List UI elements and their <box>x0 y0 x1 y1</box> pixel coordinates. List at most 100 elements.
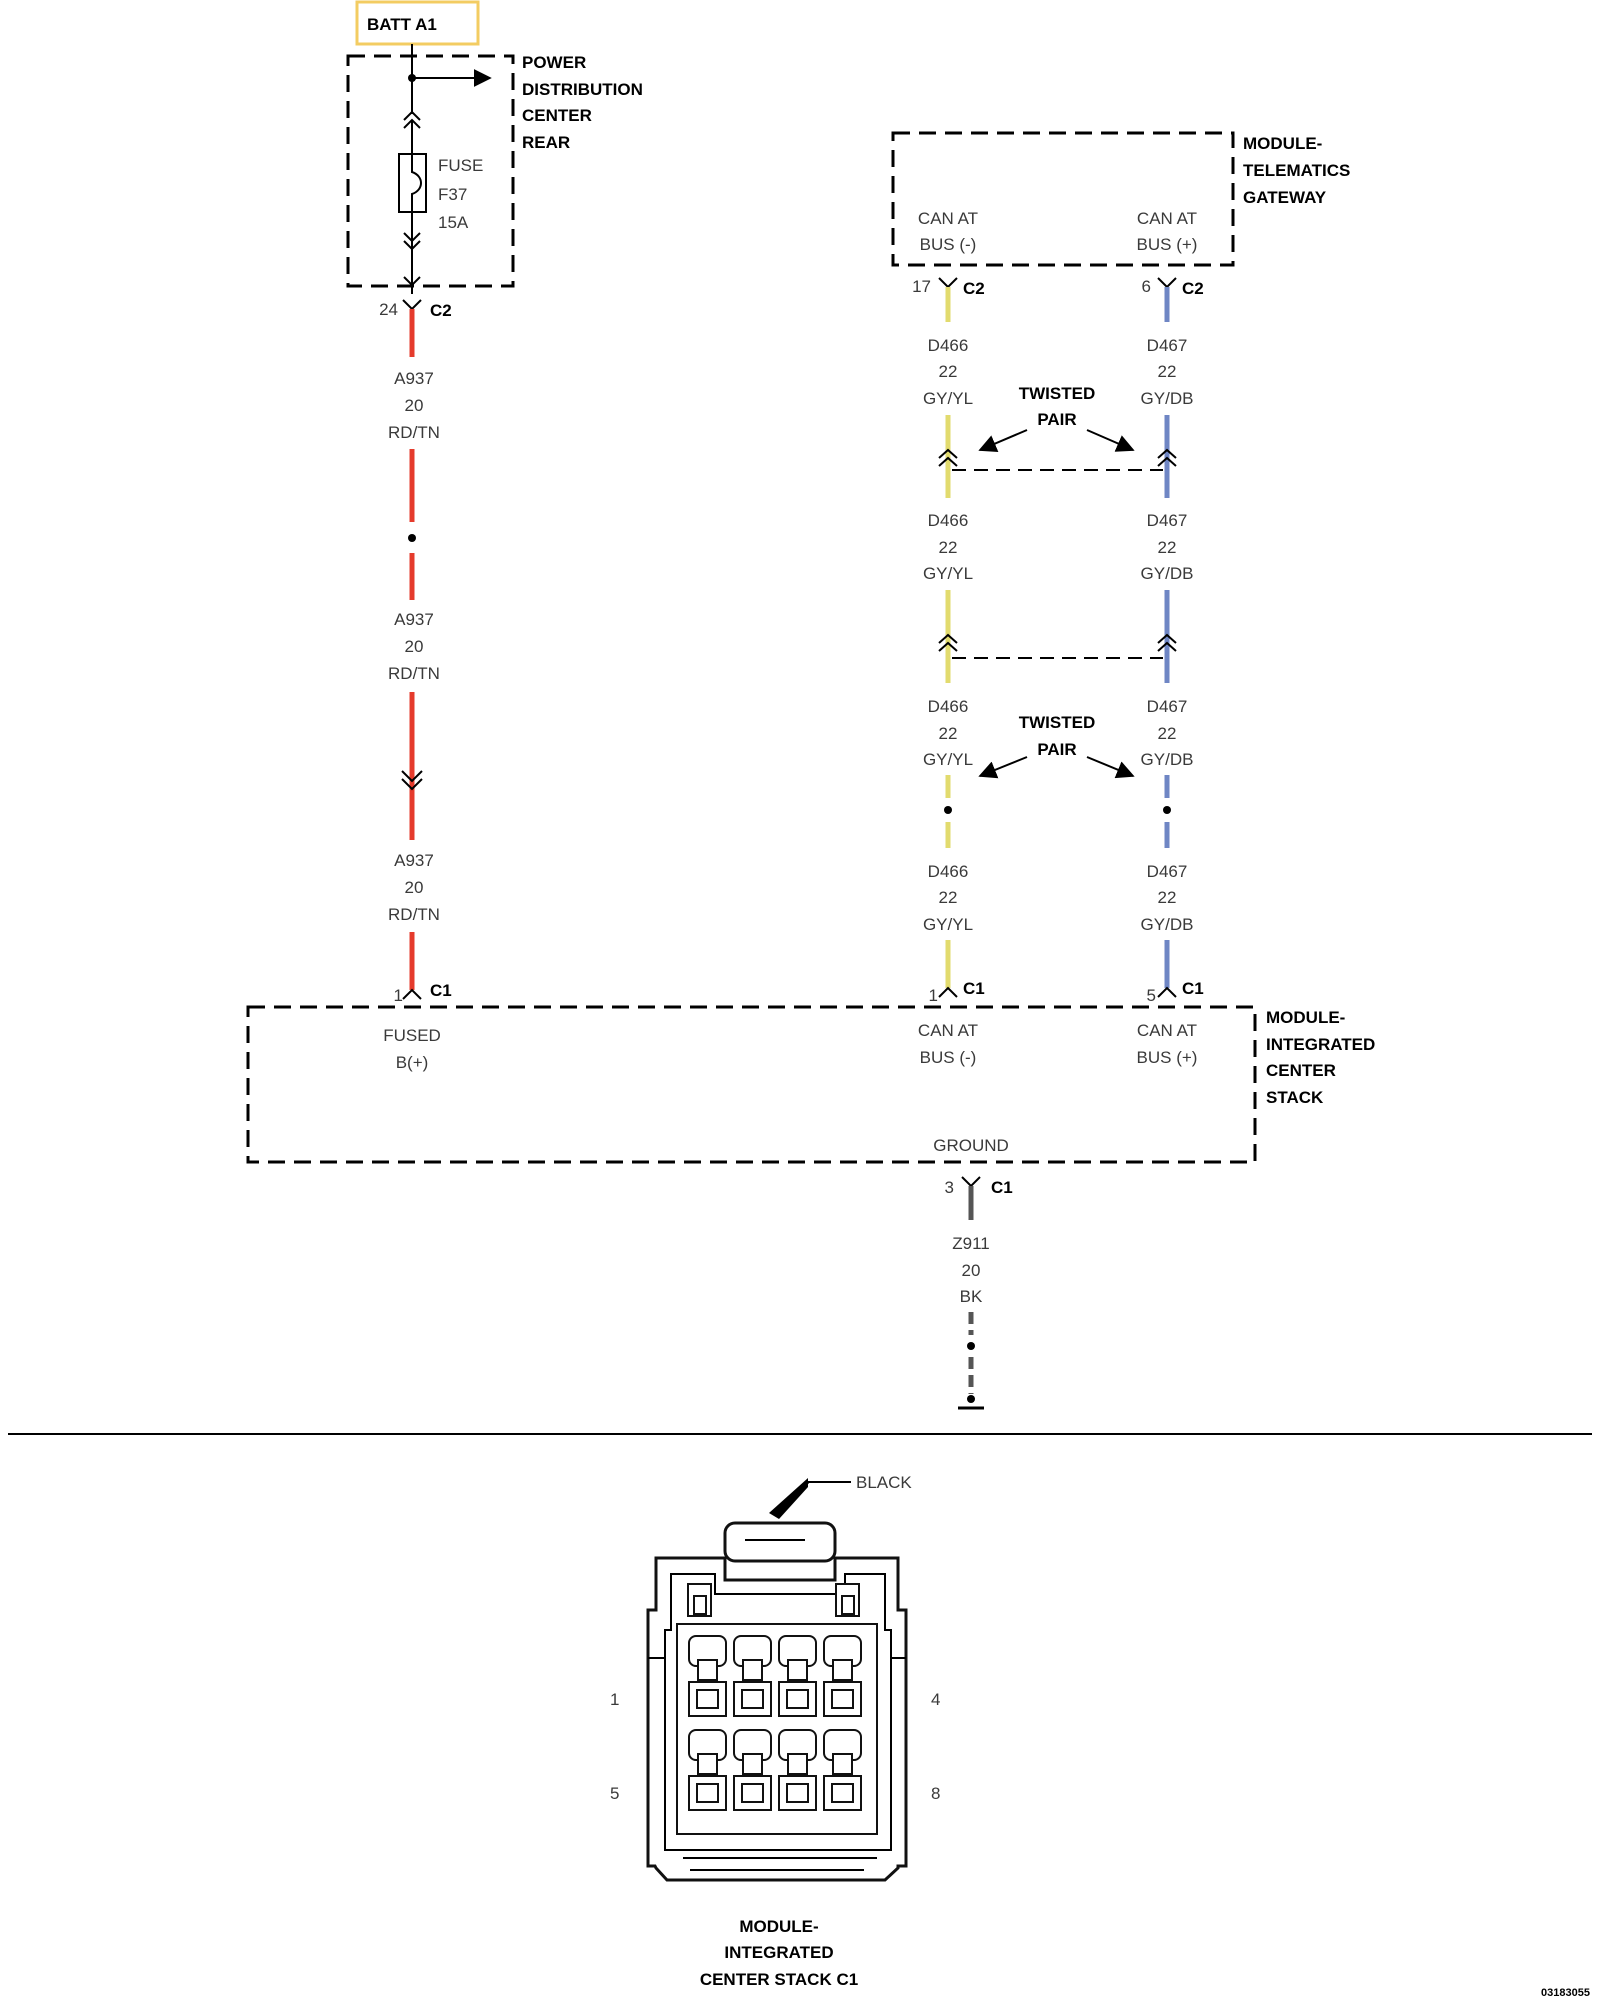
connector-pin-label-8: 8 <box>931 1784 940 1803</box>
d466-inline-connector-2 <box>938 633 958 652</box>
telematics-pos-connector-symbol <box>1157 277 1177 289</box>
d467-circuit-3: D467 <box>1147 697 1188 716</box>
ics-ground-conn: C1 <box>991 1178 1013 1197</box>
cavity-pin-2 <box>733 1635 772 1717</box>
d466-inline-connector-1 <box>938 448 958 467</box>
ics-fused-label-2: B(+) <box>396 1053 429 1072</box>
twisted-pair-arrow-1-left <box>978 429 1028 452</box>
connector-title-2: INTEGRATED <box>724 1943 833 1962</box>
batt-feed-box <box>355 0 480 46</box>
a937-gauge-2: 20 <box>405 637 424 656</box>
d467-gauge-1: 22 <box>1158 362 1177 381</box>
cavity-row-2 <box>688 1729 862 1811</box>
telematics-title-3: GATEWAY <box>1243 188 1327 207</box>
telematics-neg-connector-symbol <box>938 277 958 289</box>
twisted-pair-label-2b: PAIR <box>1037 740 1076 759</box>
d467-inline-connector-2 <box>1157 633 1177 652</box>
cavity-pin-1 <box>688 1635 727 1717</box>
ics-can-neg-conn: C1 <box>963 979 985 998</box>
twisted-pair-label-1a: TWISTED <box>1019 384 1096 403</box>
a937-gauge-1: 20 <box>405 396 424 415</box>
d466-circuit-4: D466 <box>928 862 969 881</box>
connector-pin-label-1: 1 <box>610 1690 619 1709</box>
connector-color-label: BLACK <box>856 1473 912 1492</box>
telematics-title-1: MODULE- <box>1243 134 1322 153</box>
ics-can-pos-label-1: CAN AT <box>1137 1021 1197 1040</box>
cavity-pin-3 <box>778 1635 817 1717</box>
z911-splice-dot <box>967 1342 975 1350</box>
telematics-neg-conn: C2 <box>963 279 985 298</box>
d466-circuit-3: D466 <box>928 697 969 716</box>
d467-gauge-4: 22 <box>1158 888 1177 907</box>
telematics-neg-pin: 17 <box>912 277 931 296</box>
twisted-pair-label-1b: PAIR <box>1037 410 1076 429</box>
d467-inline-connector-1 <box>1157 448 1177 467</box>
connector-pin-label-5: 5 <box>610 1784 619 1803</box>
ics-ground-pin: 3 <box>945 1178 954 1197</box>
pdc-title-1: POWER <box>522 53 586 72</box>
telematics-pos-label-1: CAN AT <box>1137 209 1197 228</box>
fuse-label-1: FUSE <box>438 156 483 175</box>
connector-top-ear-left-inner <box>693 1595 707 1615</box>
ground-point-dot <box>967 1395 975 1403</box>
d466-color-2: GY/YL <box>923 564 973 583</box>
d466-color-1: GY/YL <box>923 389 973 408</box>
fuse-label-3: 15A <box>438 213 469 232</box>
fuse-f37-element <box>411 154 422 212</box>
d467-gauge-2: 22 <box>1158 538 1177 557</box>
telematics-module-outline <box>891 131 1235 267</box>
telematics-neg-label-2: BUS (-) <box>920 235 977 254</box>
ics-can-neg-pin: 1 <box>929 986 938 1005</box>
pdc-c2-connector-symbol <box>402 299 422 311</box>
pdc-output-arrow <box>403 276 421 287</box>
d467-circuit-1: D467 <box>1147 336 1188 355</box>
d466-gauge-4: 22 <box>939 888 958 907</box>
d466-color-3: GY/YL <box>923 750 973 769</box>
cavity-pin-4 <box>823 1635 862 1717</box>
connector-title-1: MODULE- <box>739 1917 818 1936</box>
ics-can-neg-connector-symbol <box>938 986 958 998</box>
d467-splice-dot <box>1163 806 1171 814</box>
cavity-pin-6 <box>733 1729 772 1811</box>
z911-circuit: Z911 <box>952 1234 990 1253</box>
twisted-pair-arrow-1-right <box>1086 429 1135 452</box>
connector-color-pointer <box>769 1478 808 1519</box>
d467-color-2: GY/DB <box>1141 564 1194 583</box>
connector-top-ear-right-inner <box>841 1595 855 1615</box>
connector-inner-shell <box>664 1573 892 1851</box>
connector-pin-label-4: 4 <box>931 1690 940 1709</box>
ics-can-pos-connector-symbol <box>1157 986 1177 998</box>
telematics-pos-pin: 6 <box>1142 277 1151 296</box>
ics-ground-label: GROUND <box>933 1136 1009 1155</box>
cavity-row-1 <box>688 1635 862 1717</box>
d466-gauge-3: 22 <box>939 724 958 743</box>
a937-circuit-1: A937 <box>394 369 434 388</box>
d466-gauge-1: 22 <box>939 362 958 381</box>
ics-can-pos-conn: C1 <box>1182 979 1204 998</box>
a937-inline-connector <box>401 770 423 791</box>
batt-feed-label: BATT A1 <box>367 15 437 34</box>
pdc-out-pin: 24 <box>379 300 398 319</box>
ics-can-neg-label-2: BUS (-) <box>920 1048 977 1067</box>
ics-can-neg-label-1: CAN AT <box>918 1021 978 1040</box>
d466-circuit-2: D466 <box>928 511 969 530</box>
d466-splice-dot <box>944 806 952 814</box>
d466-circuit-1: D466 <box>928 336 969 355</box>
a937-color-2: RD/TN <box>388 664 440 683</box>
d466-color-4: GY/YL <box>923 915 973 934</box>
ics-can-pos-pin: 5 <box>1147 986 1156 1005</box>
connector-latch-tab <box>723 1521 837 1563</box>
cavity-pin-7 <box>778 1729 817 1811</box>
d466-gauge-2: 22 <box>939 538 958 557</box>
connector-title-3: CENTER STACK C1 <box>700 1970 858 1989</box>
ics-title-4: STACK <box>1266 1088 1324 1107</box>
a937-color-3: RD/TN <box>388 905 440 924</box>
ics-module-outline <box>246 1005 1257 1164</box>
connector-color-pointer-line <box>774 1480 810 1518</box>
ics-fused-pin: 1 <box>394 986 403 1005</box>
telematics-title-2: TELEMATICS <box>1243 161 1350 180</box>
ics-title-2: INTEGRATED <box>1266 1035 1375 1054</box>
cavity-pin-5 <box>688 1729 727 1811</box>
figure-number: 03183055 <box>1541 1987 1590 1999</box>
